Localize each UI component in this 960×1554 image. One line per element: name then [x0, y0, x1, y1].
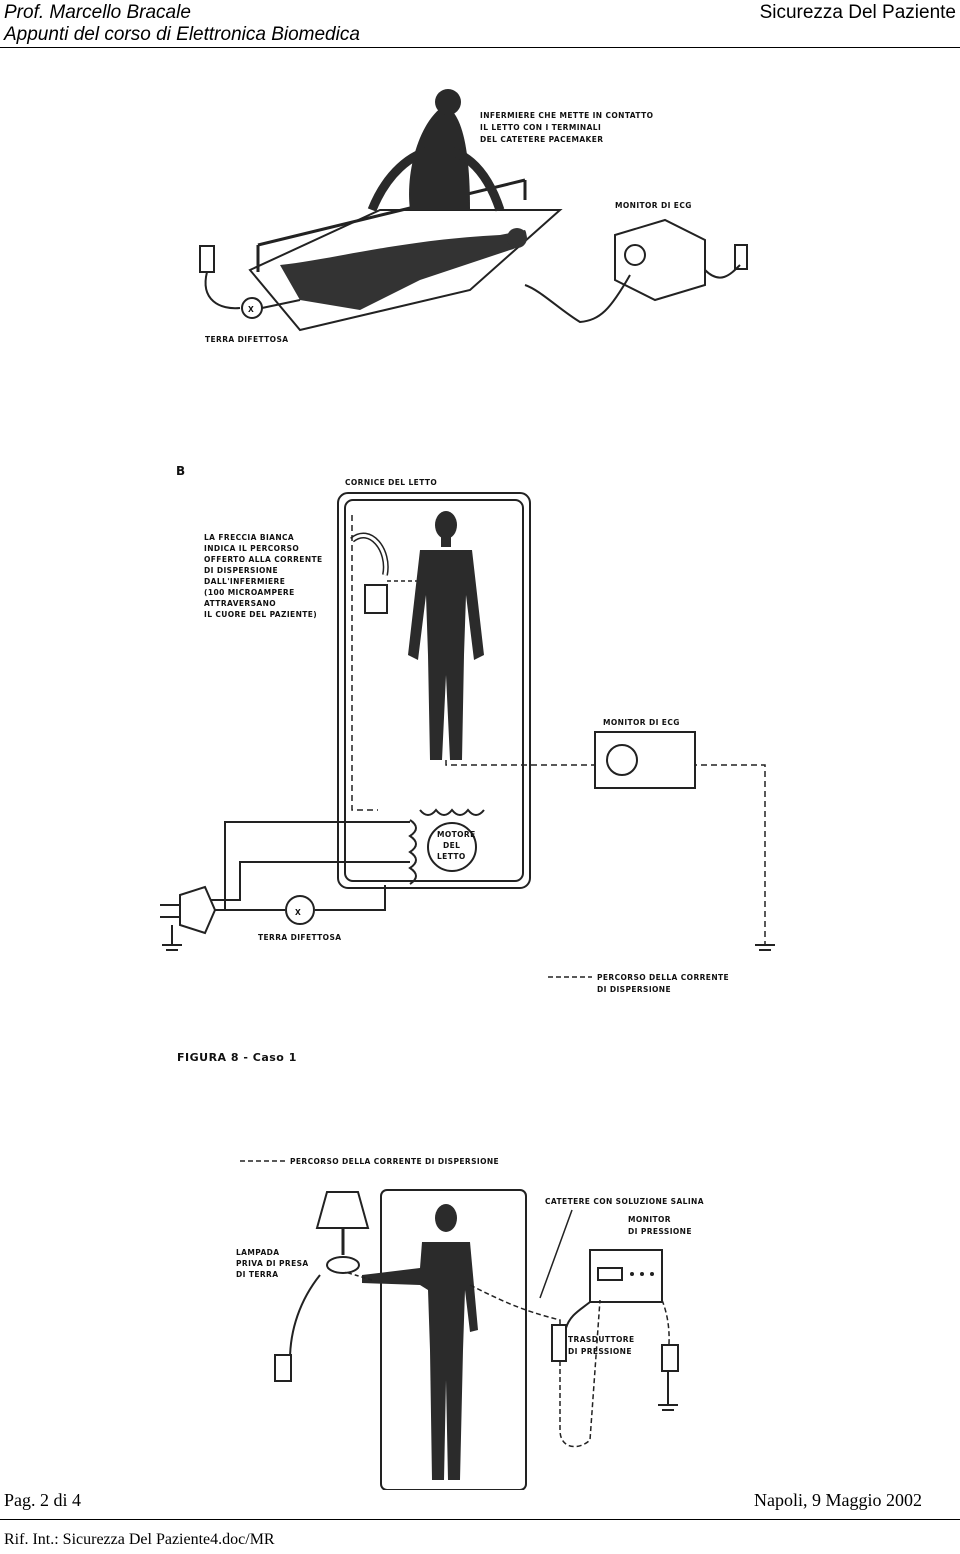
document-topic: Sicurezza Del Paziente: [759, 2, 956, 23]
motor-label-line-1: MOTORE: [437, 830, 476, 839]
nurse-label-line-3: DEL CATETERE PACEMAKER: [480, 135, 603, 144]
bed-frame-label: CORNICE DEL LETTO: [345, 478, 437, 487]
lamp-label-line-3: DI TERRA: [236, 1270, 278, 1279]
arrow-label-line-2: INDICA IL PERCORSO: [204, 544, 299, 553]
arrow-label-line-5: DALL'INFERMIERE: [204, 577, 285, 586]
figure-b-diagram: B CORNICE DEL LETTO LA FRECCIA BIANCA IN…: [160, 464, 775, 1064]
motor-label-line-3: LETTO: [437, 852, 466, 861]
catheter-label: CATETERE CON SOLUZIONE SALINA: [545, 1197, 704, 1206]
figure-caption: FIGURA 8 - Caso 1: [177, 1051, 297, 1064]
faulty-ground-b-label: TERRA DIFETTOSA: [258, 933, 341, 942]
pressure-monitor-label-line-2: DI PRESSIONE: [628, 1227, 692, 1236]
page-number: Pag. 2 di 4: [4, 1490, 82, 1510]
author-name: Prof. Marcello Bracale: [4, 2, 191, 23]
footer-rule: [0, 1519, 960, 1520]
faulty-ground-label: TERRA DIFETTOSA: [205, 335, 288, 344]
arrow-label-line-3: OFFERTO ALLA CORRENTE: [204, 555, 323, 564]
arrow-label-line-6: (100 MICROAMPERE: [204, 588, 295, 597]
course-title: Appunti del corso di Elettronica Biomedi…: [4, 24, 360, 45]
document-reference: Rif. Int.: Sicurezza Del Paziente4.doc/M…: [4, 1531, 275, 1548]
arrow-label-line-7: ATTRAVERSANO: [204, 599, 276, 608]
svg-text:X: X: [295, 908, 301, 917]
svg-text:X: X: [248, 305, 254, 314]
ecg-monitor-b-label: MONITOR DI ECG: [603, 718, 680, 727]
legend-line-1: PERCORSO DELLA CORRENTE: [597, 973, 729, 982]
arrow-label-line-8: IL CUORE DEL PAZIENTE): [204, 610, 317, 619]
arrow-label-line-1: LA FRECCIA BIANCA: [204, 533, 294, 542]
transducer-label-line-2: DI PRESSIONE: [568, 1347, 632, 1356]
patient-figure-c: [362, 1204, 478, 1480]
nurse-label-line-1: INFERMIERE CHE METTE IN CONTATTO: [480, 111, 653, 120]
patient-figure: [408, 511, 484, 760]
lamp-label-line-1: LAMPADA: [236, 1248, 280, 1257]
legend-line-2: DI DISPERSIONE: [597, 985, 671, 994]
motor-label-line-2: DEL: [443, 841, 460, 850]
ecg-monitor-label: MONITOR DI ECG: [615, 201, 692, 210]
lamp-label-line-2: PRIVA DI PRESA: [236, 1259, 309, 1268]
figure-b-letter: B: [176, 464, 185, 478]
legend-c: PERCORSO DELLA CORRENTE DI DISPERSIONE: [290, 1157, 499, 1166]
header-rule: [0, 47, 960, 48]
figure-a-illustration: X INFERMIERE CHE METTE IN CONTATTO IL LE…: [199, 89, 748, 344]
transducer-label-line-1: TRASDUTTORE: [568, 1335, 635, 1344]
arrow-label-line-4: DI DISPERSIONE: [204, 566, 278, 575]
pressure-monitor-label-line-1: MONITOR: [628, 1215, 671, 1224]
nurse-label-line-2: IL LETTO CON I TERMINALI: [480, 123, 601, 132]
figure-c-illustration: PERCORSO DELLA CORRENTE DI DISPERSIONE L…: [236, 1157, 704, 1490]
place-date: Napoli, 9 Maggio 2002: [754, 1490, 922, 1510]
